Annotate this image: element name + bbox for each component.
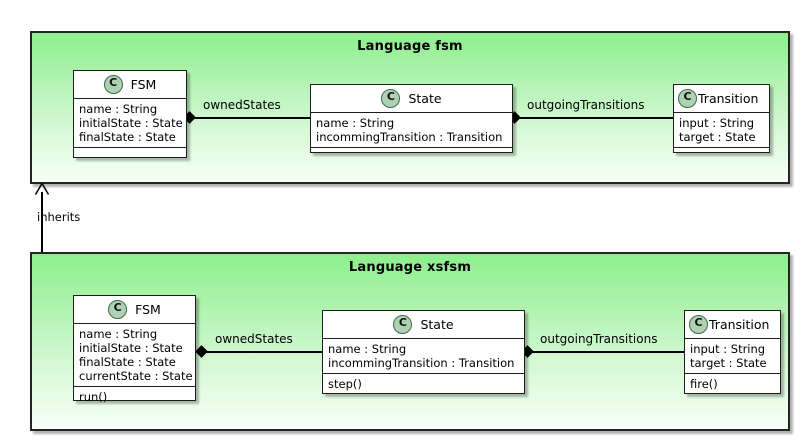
class-box-fsm-State[interactable]: C State name : String incommingTransitio… <box>310 84 513 153</box>
class-attributes-xsfsm-Transition: input : String target : State <box>685 339 780 373</box>
attribute-row: initialState : State <box>79 341 183 355</box>
attribute-row: name : String <box>328 342 407 356</box>
attribute-row: name : String <box>79 327 158 341</box>
attribute-row: name : String <box>79 102 158 116</box>
class-box-xsfsm-Transition[interactable]: C Transition input : String target : Sta… <box>684 310 781 394</box>
class-name: FSM <box>135 302 161 317</box>
class-box-xsfsm-State[interactable]: C State name : String incommingTransitio… <box>322 310 525 394</box>
package-xsfsm-title: Language xsfsm <box>348 260 472 275</box>
class-operations-xsfsm-State: step() <box>323 373 524 394</box>
attribute-row: finalState : State <box>79 130 176 144</box>
class-attributes-fsm-Transition: input : String target : State <box>674 113 769 147</box>
class-icon: C <box>103 75 123 94</box>
class-box-xsfsm-FSM[interactable]: C FSM name : String initialState : State… <box>73 295 196 404</box>
operation-row: step() <box>328 377 362 391</box>
attribute-row: initialState : State <box>79 116 183 130</box>
class-attributes-xsfsm-State: name : String incommingTransition : Tran… <box>323 339 524 373</box>
class-header-fsm-State: C State <box>311 85 512 113</box>
attribute-row: input : String <box>690 342 766 356</box>
class-icon: C <box>689 315 708 334</box>
package-fsm-title: Language fsm <box>357 39 463 54</box>
class-operations-xsfsm-Transition: fire() <box>685 373 780 394</box>
class-header-fsm-Transition: C Transition <box>674 85 769 113</box>
association-line-xsfsm-outgoingTransitions <box>526 351 686 353</box>
class-attributes-fsm-FSM: name : String initialState : State final… <box>74 99 186 147</box>
attribute-row: currentState : State <box>79 369 193 383</box>
attribute-row: incommingTransition : Transition <box>316 130 503 144</box>
class-operations-xsfsm-FSM: run() <box>74 386 195 407</box>
attribute-row: incommingTransition : Transition <box>328 356 515 370</box>
class-box-fsm-FSM[interactable]: C FSM name : String initialState : State… <box>73 70 187 158</box>
class-name: Transition <box>709 317 770 332</box>
association-line-xsfsm-ownedStates <box>200 351 322 353</box>
attribute-row: input : String <box>679 116 755 130</box>
class-name: Transition <box>698 91 759 106</box>
class-operations-fsm-State <box>311 147 512 156</box>
class-icon: C <box>393 315 413 334</box>
association-label-xsfsm-outgoingTransitions: outgoingTransitions <box>540 332 658 346</box>
class-box-fsm-Transition[interactable]: C Transition input : String target : Sta… <box>673 84 770 153</box>
class-name: State <box>420 317 454 332</box>
attribute-row: target : State <box>679 130 756 144</box>
inherits-label: inherits <box>37 210 81 224</box>
class-icon: C <box>381 89 401 108</box>
class-header-xsfsm-State: C State <box>323 311 524 339</box>
operation-row: run() <box>79 390 108 404</box>
class-attributes-xsfsm-FSM: name : String initialState : State final… <box>74 324 195 386</box>
operation-row: fire() <box>690 377 718 391</box>
class-header-fsm-FSM: C FSM <box>74 71 186 99</box>
class-operations-fsm-Transition <box>674 147 769 156</box>
association-label-fsm-outgoingTransitions: outgoingTransitions <box>527 98 645 112</box>
attribute-row: finalState : State <box>79 355 176 369</box>
inherits-line <box>41 192 43 253</box>
class-name: FSM <box>130 77 157 92</box>
association-label-fsm-ownedStates: ownedStates <box>203 98 281 112</box>
class-header-xsfsm-Transition: C Transition <box>685 311 780 339</box>
association-label-xsfsm-ownedStates: ownedStates <box>215 332 293 346</box>
class-operations-fsm-FSM <box>74 147 186 156</box>
class-header-xsfsm-FSM: C FSM <box>74 296 195 324</box>
class-name: State <box>408 91 442 106</box>
class-icon: C <box>108 300 128 319</box>
attribute-row: target : State <box>690 356 767 370</box>
association-line-fsm-outgoingTransitions <box>513 117 675 119</box>
class-attributes-fsm-State: name : String incommingTransition : Tran… <box>311 113 512 147</box>
attribute-row: name : String <box>316 116 395 130</box>
class-icon: C <box>678 89 697 108</box>
association-line-fsm-ownedStates <box>188 117 310 119</box>
